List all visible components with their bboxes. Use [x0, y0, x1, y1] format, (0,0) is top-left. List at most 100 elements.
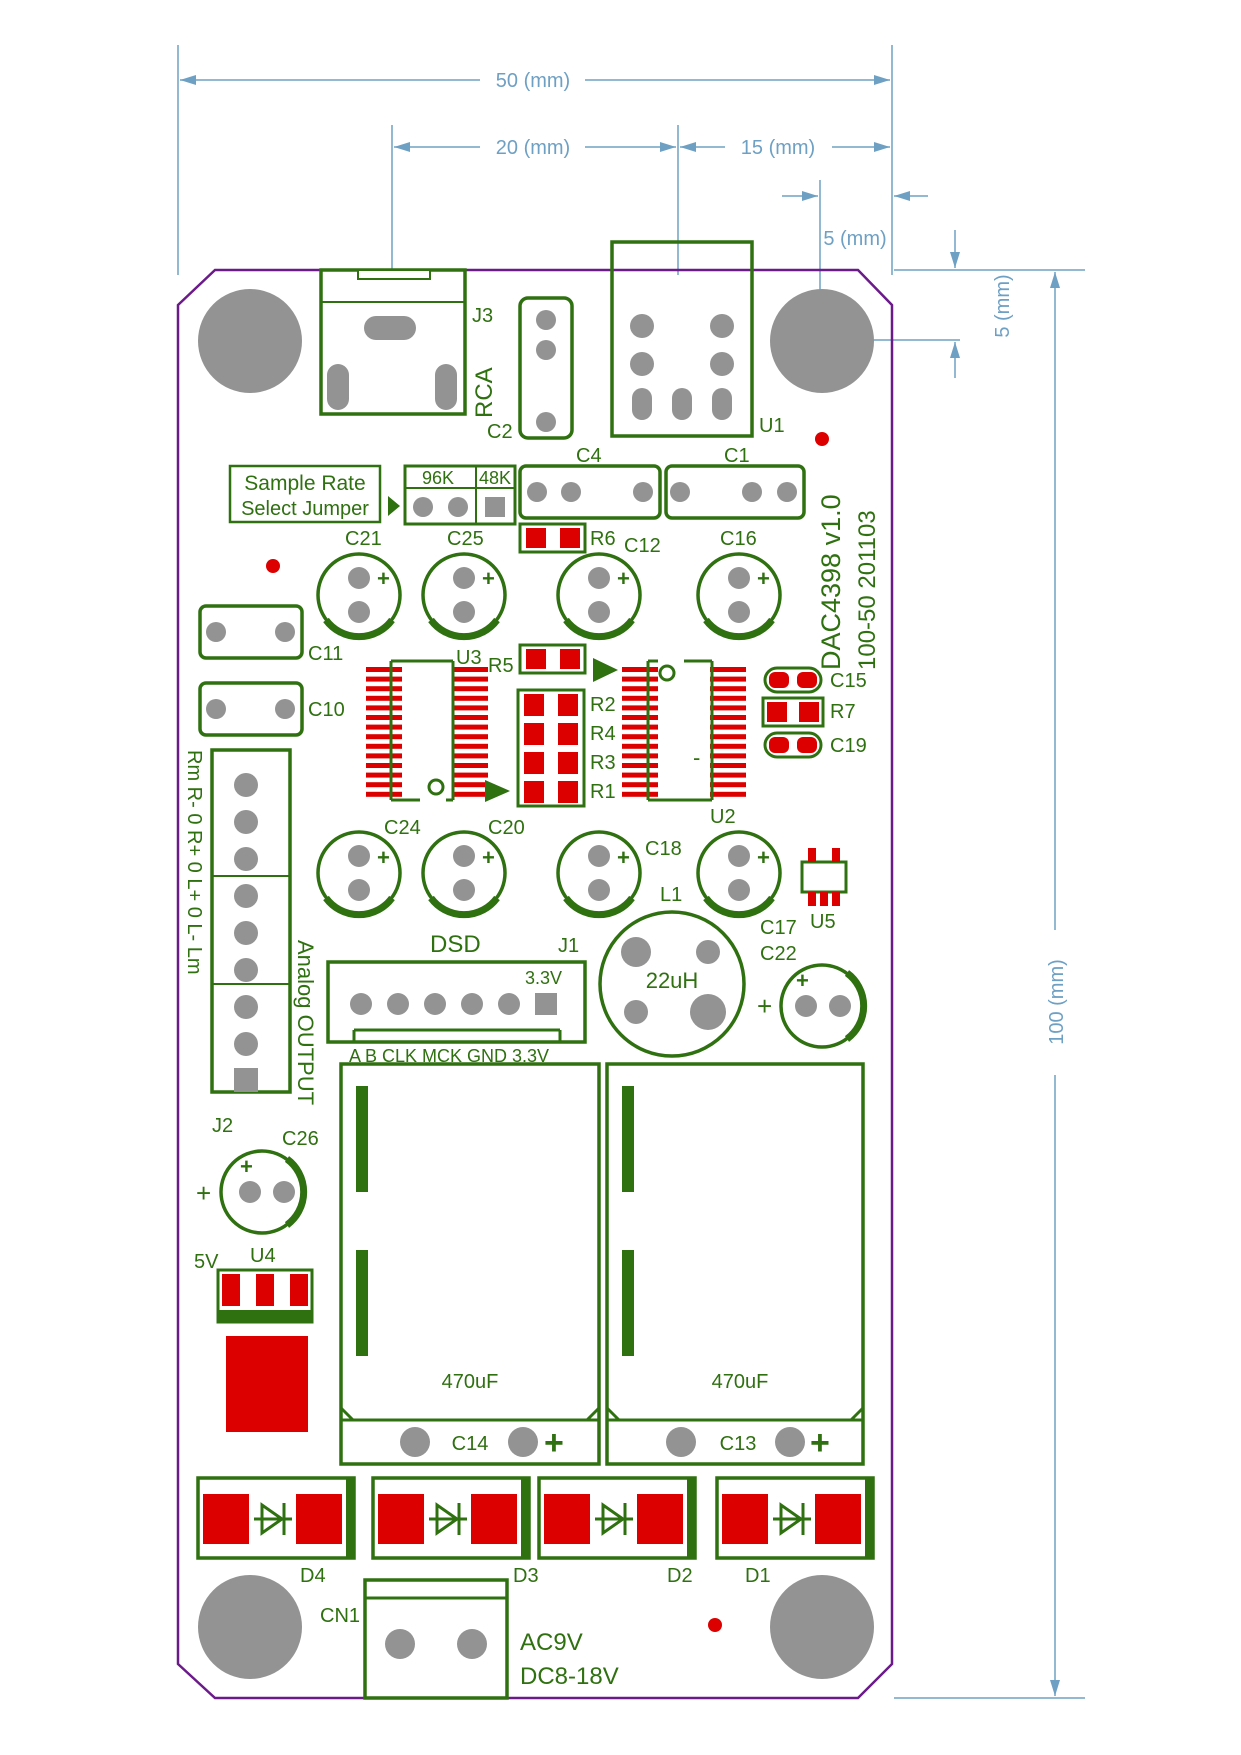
c4-capacitor: C4: [518, 445, 662, 520]
u4-regulator: 5V U4: [194, 1245, 314, 1432]
j2-output-header: Rm R- 0 R+ 0 L+ 0 L- Lm Analog OUTPUT J2: [183, 748, 318, 1137]
c14-value: 470uF: [442, 1371, 499, 1393]
j1-dsd-header: DSD 3.3V J1 A B CLK MCK GND 3.3V: [326, 931, 587, 1066]
ic-pin-pad: [710, 715, 746, 720]
ic-pin-pad: [710, 763, 746, 768]
rca-label: RCA: [471, 367, 498, 418]
c11-capacitor: C11: [198, 604, 343, 665]
ic-pin-pad: [452, 676, 488, 682]
r1-label: R1: [590, 781, 616, 803]
ic-pin-pad: [366, 753, 402, 759]
c2-capacitor: C2: [487, 296, 574, 443]
c22-plus-outer: +: [757, 991, 772, 1021]
ic-pin-pad: [622, 676, 658, 682]
input-ac: AC9V: [520, 1629, 583, 1656]
d4-label: D4: [300, 1565, 326, 1587]
c25-plus: +: [482, 566, 495, 591]
ic-pin-pad: [710, 753, 746, 759]
board-name: DAC4398 v1.0: [816, 494, 846, 670]
c17-label: C17: [760, 917, 797, 939]
ic-pin-pad: [710, 667, 746, 672]
u5-regulator: U5: [800, 848, 848, 933]
board-code: 100-50 201103: [854, 510, 881, 670]
c17-plus: +: [757, 845, 770, 870]
d1-label: D1: [745, 1565, 771, 1587]
r7-label: R7: [830, 701, 856, 723]
dim-width-b: 15 (mm): [741, 137, 815, 159]
r6-label: R6: [590, 528, 616, 550]
c21-capacitor: + C21: [316, 528, 402, 641]
v5-label: 5V: [194, 1251, 219, 1273]
input-dc: DC8-18V: [520, 1663, 619, 1690]
c16-label: C16: [720, 528, 757, 550]
dimension-lines: 50 (mm) 20 (mm) 15 (mm) 5 (mm) 5 (mm): [177, 45, 1085, 1699]
c13-plus: +: [810, 1424, 830, 1462]
ic-pin-pad: [622, 715, 658, 720]
j3-rca-jack: J3 RCA: [319, 268, 498, 418]
jumper-96k: 96K: [422, 468, 454, 488]
output-pin-labels: Rm R- 0 R+ 0 L+ 0 L- Lm: [183, 750, 205, 975]
c10-capacitor: C10: [198, 681, 345, 737]
ic-pin-pad: [366, 791, 402, 797]
d3-diode: D3: [371, 1476, 539, 1587]
mounting-holes: [198, 289, 874, 1679]
d3-label: D3: [513, 1565, 539, 1587]
ic-pin-pad: [366, 782, 402, 788]
c22-label: C22: [760, 943, 797, 965]
ic-pin-pad: [622, 763, 658, 768]
c24-label: C24: [384, 817, 421, 839]
ic-pin-pad: [366, 705, 402, 711]
c17-capacitor: + C17: [696, 830, 797, 939]
ic-pin-pad: [622, 705, 658, 711]
c25-label: C25: [447, 528, 484, 550]
ic-pin-pad: [366, 686, 402, 692]
c1-capacitor: C1: [664, 445, 806, 520]
c18-label: C18: [645, 838, 682, 860]
c18-capacitor: + C18: [556, 830, 682, 919]
ic-pin-pad: [622, 753, 658, 759]
ic-pin-pad: [452, 724, 488, 730]
ic-pin-pad: [366, 743, 402, 749]
c11-label: C11: [308, 643, 343, 665]
ic-pin-pad: [366, 695, 402, 701]
c20-label: C20: [488, 817, 525, 839]
j3-label: J3: [472, 305, 493, 327]
u1-label: U1: [759, 415, 785, 437]
c14-capacitor: 470uF C14 +: [339, 1062, 601, 1466]
ic-pin-pad: [452, 734, 488, 740]
u3-label: U3: [456, 647, 482, 669]
c21-label: C21: [345, 528, 382, 550]
ic-pin-pad: [710, 782, 746, 788]
ic-pin-pad: [366, 763, 402, 768]
c16-plus: +: [757, 566, 770, 591]
ic-pin-pad: [622, 695, 658, 701]
c19-label: C19: [830, 735, 867, 757]
c24-capacitor: + C24: [316, 817, 421, 919]
u5-label: U5: [810, 911, 836, 933]
ic-pin-pad: [622, 782, 658, 788]
u4-label: U4: [250, 1245, 276, 1267]
ic-pin-pad: [622, 734, 658, 740]
c12-plus: +: [617, 566, 630, 591]
dim-height-total: 100 (mm): [1046, 959, 1068, 1045]
j2-label: J2: [212, 1115, 233, 1137]
c26-plus-inner: +: [240, 1154, 253, 1179]
c12-label: C12: [624, 535, 661, 557]
board-outline: [176, 268, 894, 1700]
ic-pin-pad: [622, 791, 658, 797]
ic-pin-pad: [710, 724, 746, 730]
ic-pin-pad: [710, 676, 746, 682]
r6-resistor: R6: [518, 522, 616, 554]
cn1-power-terminal: CN1 AC9V DC8-18V: [320, 1578, 619, 1700]
ic-pin-pad: [452, 695, 488, 701]
d4-diode: D4: [196, 1476, 356, 1587]
ic-pin-pad: [366, 772, 402, 778]
jumper-48k: 48K: [479, 468, 511, 488]
dim-width-a: 20 (mm): [496, 137, 570, 159]
c18-plus: +: [617, 845, 630, 870]
ic-pin-pad: [452, 782, 488, 788]
d2-diode: D2: [537, 1476, 697, 1587]
ic-pin-pad: [622, 686, 658, 692]
c21-plus: +: [377, 566, 390, 591]
c25-capacitor: + C25: [421, 528, 507, 641]
